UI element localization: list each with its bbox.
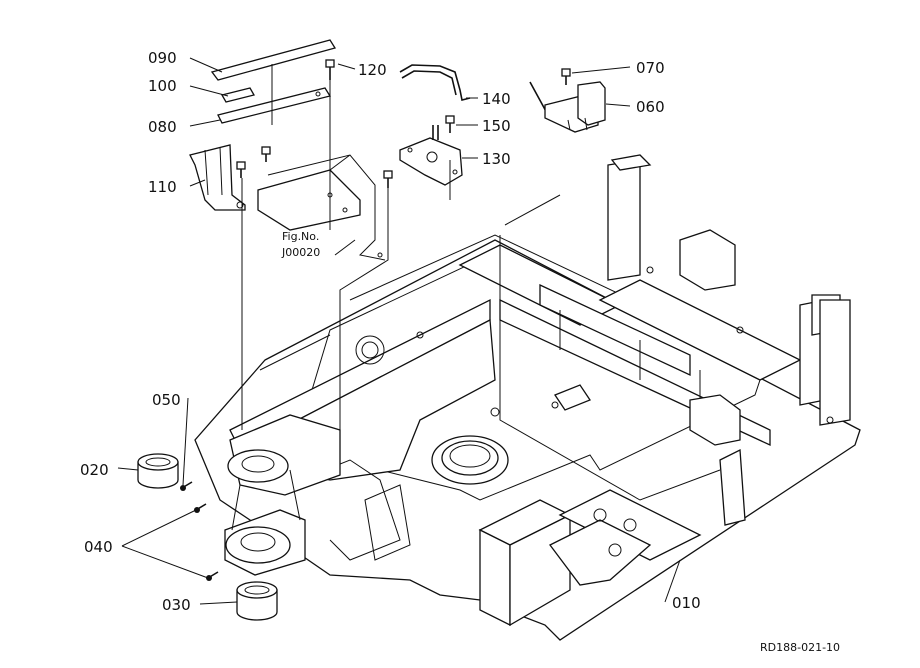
label-030: 030	[162, 596, 191, 614]
handle-140	[399, 64, 471, 101]
label-100: 100	[148, 77, 177, 95]
label-020: 020	[80, 461, 109, 479]
bushing-020	[137, 453, 179, 489]
label-070: 070	[636, 59, 665, 77]
main-frame	[194, 154, 861, 641]
label-110: 110	[148, 178, 177, 196]
label-140: 140	[482, 90, 511, 108]
label-120: 120	[358, 61, 387, 79]
bracket-060	[529, 81, 606, 133]
bracket-130	[399, 125, 463, 186]
label-050: 050	[152, 391, 181, 409]
swing-bracket	[224, 414, 341, 576]
cover-plate-assembly	[189, 39, 386, 261]
grease-fittings	[180, 481, 219, 581]
fig-ref-line2: J00020	[281, 246, 320, 259]
label-130: 130	[482, 150, 511, 168]
leader-lines	[117, 57, 681, 605]
drawing-code: RD188-021-10	[760, 641, 840, 654]
fig-ref-line1: Fig.No.	[282, 230, 319, 243]
label-090: 090	[148, 49, 177, 67]
label-080: 080	[148, 118, 177, 136]
label-010: 010	[672, 594, 701, 612]
label-060: 060	[636, 98, 665, 116]
label-150: 150	[482, 117, 511, 135]
top-bolts	[236, 59, 571, 188]
bushing-030	[236, 581, 278, 621]
label-040: 040	[84, 538, 113, 556]
